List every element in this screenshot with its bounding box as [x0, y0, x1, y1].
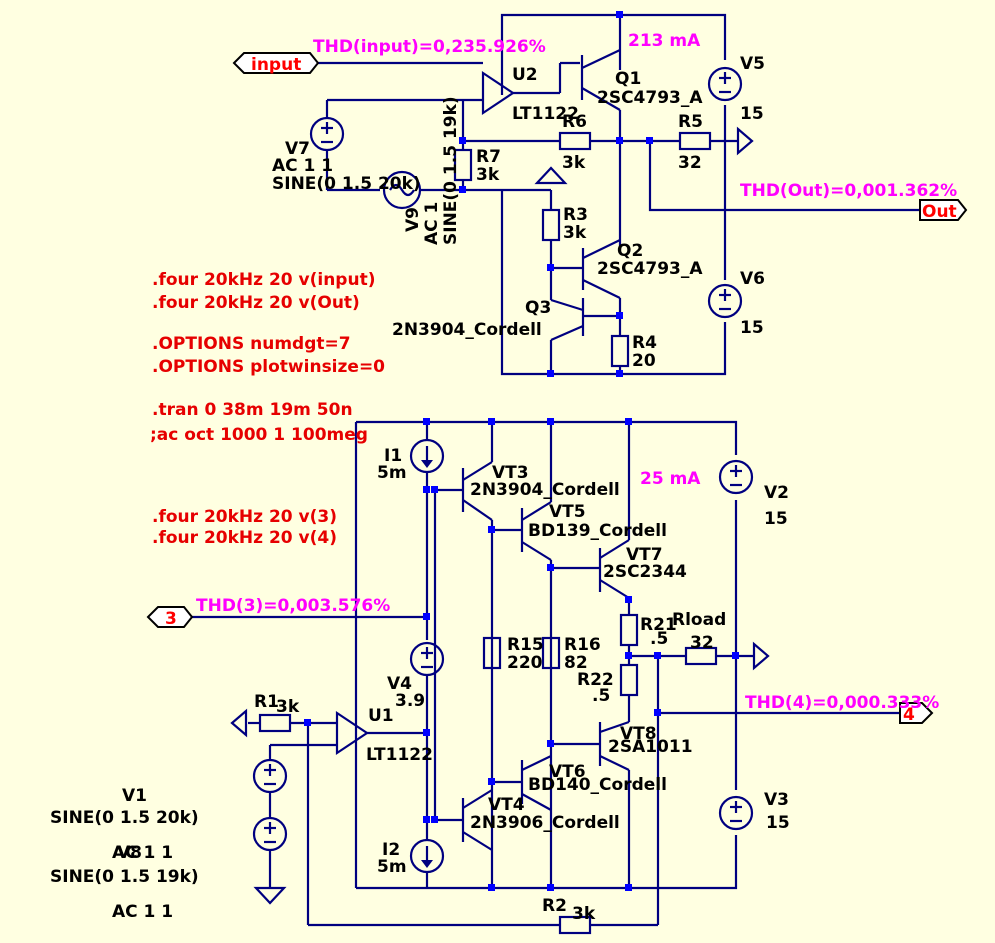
v5-name: V5	[740, 54, 765, 74]
v6-name: V6	[740, 269, 765, 289]
v8-name: V8	[117, 843, 142, 863]
port-out[interactable]: Out	[919, 199, 968, 222]
r6-value: 3k	[562, 153, 586, 173]
spice-four-3: .four 20kHz 20 v(3)	[152, 507, 337, 527]
v8-sine: SINE(0 1.5 19k)	[50, 867, 199, 887]
q2-name: Q2	[617, 241, 643, 261]
v9-ac: AC 1	[422, 202, 442, 245]
v1-ac: AC 1 1	[112, 843, 173, 863]
r5-name: R5	[678, 112, 703, 132]
i2-name: I2	[382, 840, 400, 860]
r4-value: 20	[632, 351, 656, 371]
vt4-name: VT4	[488, 795, 525, 815]
port-3[interactable]: 3	[146, 606, 194, 629]
v6-value: 15	[740, 318, 764, 338]
vt4-model: 2N3906_Cordell	[470, 813, 620, 833]
v9-sine: SINE(0 1.5 19k)	[441, 96, 461, 245]
u1-name: U1	[368, 706, 394, 726]
r3-name: R3	[563, 205, 588, 225]
r16-name: R16	[564, 635, 601, 655]
r3-value: 3k	[563, 223, 587, 243]
v4-value: 3.9	[395, 691, 425, 711]
thd-out-text: THD(Out)=0,001.362%	[740, 181, 957, 201]
thd-4-text: THD(4)=0,000.333%	[745, 693, 939, 713]
u2-model: LT1122	[512, 104, 579, 124]
thd-input-text: THD(input)=0,235.926%	[313, 37, 546, 57]
vt8-name: VT8	[620, 724, 657, 744]
r15-value: 220	[507, 653, 543, 673]
current-bottom-text: 25 mA	[640, 469, 701, 489]
v8-ac: AC 1 1	[112, 902, 173, 922]
port-out-label: Out	[922, 202, 957, 222]
v3-name: V3	[764, 790, 789, 810]
rload-name: Rload	[672, 610, 726, 630]
r15-name: R15	[507, 635, 544, 655]
current-top-text: 213 mA	[628, 31, 701, 51]
top-circuit	[309, 11, 920, 377]
r2-value: 3k	[572, 904, 596, 924]
port-3-label: 3	[165, 609, 177, 629]
i1-name: I1	[384, 446, 402, 466]
spice-four-4: .four 20kHz 20 v(4)	[152, 528, 337, 548]
v9-name: V9	[403, 207, 423, 232]
v7-name: V7	[285, 139, 310, 159]
bottom-circuit	[192, 418, 900, 935]
thd-3-text: THD(3)=0,003.576%	[196, 596, 390, 616]
vt8-model: 2SA1011	[608, 737, 693, 757]
u2-name: U2	[512, 65, 538, 85]
i2-value: 5m	[377, 857, 407, 877]
r1-value: 3k	[276, 697, 300, 717]
q3-model: 2N3904_Cordell	[392, 320, 542, 340]
v1-name: V1	[122, 786, 147, 806]
vt5-model: BD139_Cordell	[528, 521, 667, 541]
u1-model: LT1122	[366, 745, 433, 765]
r6-name: R6	[562, 112, 587, 132]
port-input[interactable]: input	[232, 52, 320, 75]
r21-value: .5	[650, 629, 668, 649]
spice-ac: ;ac oct 1000 1 100meg	[150, 425, 368, 445]
vt7-name: VT7	[626, 545, 663, 565]
r21-name: R21	[640, 615, 677, 635]
q2-model: 2SC4793_A	[597, 259, 703, 279]
v7-ac: AC 1 1	[272, 156, 333, 176]
r22-value: .5	[592, 686, 610, 706]
q1-model: 2SC4793_A	[597, 88, 703, 108]
r2-name: R2	[542, 896, 567, 916]
r7-value: 3k	[476, 165, 500, 185]
vt6-name: VT6	[549, 762, 586, 782]
spice-four-input: .four 20kHz 20 v(input)	[152, 270, 375, 290]
vt3-name: VT3	[492, 463, 529, 483]
v3-value: 15	[766, 813, 790, 833]
v2-name: V2	[764, 483, 789, 503]
vt3-model: 2N3904_Cordell	[470, 480, 620, 500]
spice-option-numdgt: .OPTIONS numdgt=7	[152, 334, 351, 354]
r22-name: R22	[577, 670, 614, 690]
q3-name: Q3	[525, 298, 551, 318]
v1-sine: SINE(0 1.5 20k)	[50, 808, 199, 828]
rload-value: 32	[690, 633, 714, 653]
port-4[interactable]: 4	[899, 702, 934, 725]
r1-name: R1	[254, 692, 279, 712]
port-4-label: 4	[903, 705, 915, 725]
v5-value: 15	[740, 104, 764, 124]
port-input-label: input	[251, 55, 301, 75]
r7-name: R7	[476, 147, 501, 167]
v2-value: 15	[764, 509, 788, 529]
r16-value: 82	[564, 653, 588, 673]
i1-value: 5m	[377, 463, 407, 483]
vt5-name: VT5	[549, 502, 586, 522]
v7-sine: SINE(0 1.5 20k)	[272, 174, 421, 194]
q1-name: Q1	[615, 69, 641, 89]
r4-name: R4	[632, 333, 657, 353]
vt6-model: BD140_Cordell	[528, 775, 667, 795]
spice-tran: .tran 0 38m 19m 50n	[152, 400, 353, 420]
spice-option-plotwin: .OPTIONS plotwinsize=0	[152, 357, 385, 377]
vt7-model: 2SC2344	[603, 562, 687, 582]
spice-four-out: .four 20kHz 20 v(Out)	[152, 293, 360, 313]
v4-name: V4	[387, 674, 412, 694]
r5-value: 32	[678, 153, 702, 173]
